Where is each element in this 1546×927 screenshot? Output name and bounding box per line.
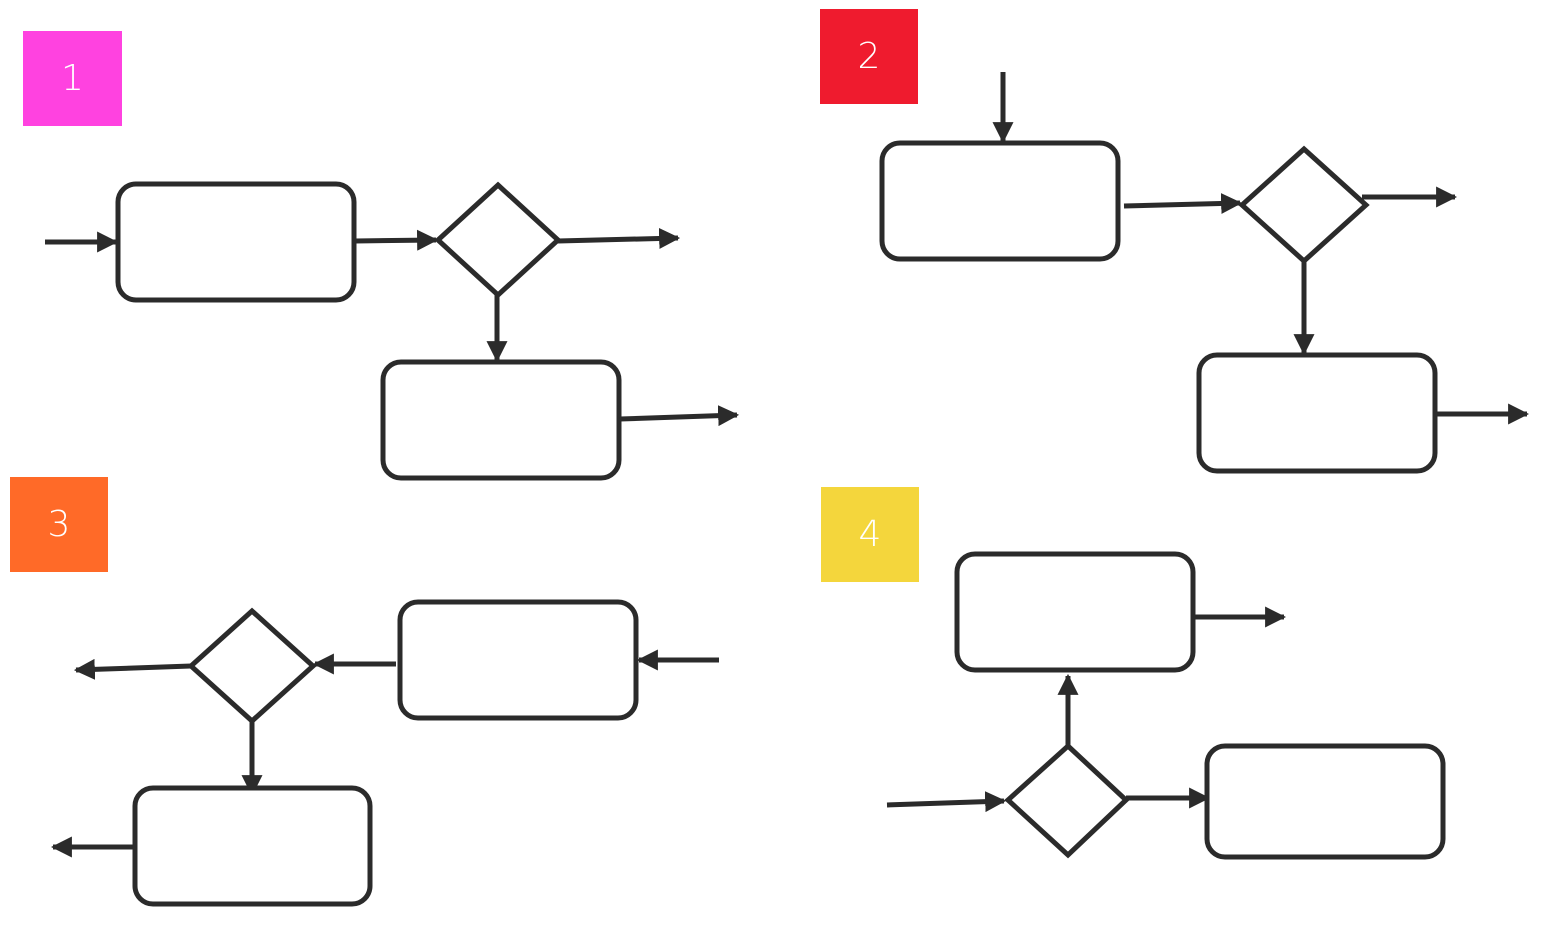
g4-process-a[interactable]: [954, 551, 1196, 673]
g2-decision[interactable]: [1238, 145, 1370, 265]
g3-process-a[interactable]: [397, 599, 639, 721]
group-1: [45, 181, 740, 481]
group-3-badge: 3: [10, 477, 108, 572]
group-4: [886, 551, 1446, 860]
g3-process-b[interactable]: [132, 785, 373, 907]
g1-process-b[interactable]: [380, 359, 622, 481]
g4-edge-in: [886, 791, 1007, 813]
group-2-badge: 2: [820, 9, 918, 104]
g1-edge-a-decision: [354, 229, 439, 251]
g4-decision[interactable]: [1004, 742, 1130, 859]
group-3: [50, 599, 719, 907]
g2-edge-a-decision: [1123, 192, 1243, 214]
g1-edge-decision-out: [557, 227, 681, 249]
group-2: [879, 72, 1530, 474]
group-1-badge: 1: [23, 31, 122, 126]
g2-process-b[interactable]: [1196, 352, 1438, 474]
g1-edge-b-out: [619, 405, 740, 427]
g3-decision[interactable]: [187, 607, 317, 725]
g2-process-a[interactable]: [879, 140, 1121, 262]
g1-decision[interactable]: [434, 181, 562, 299]
g4-process-b[interactable]: [1204, 743, 1446, 860]
group-4-badge: 4: [821, 487, 919, 582]
g1-process-a[interactable]: [115, 181, 357, 303]
g3-edge-decision-out: [73, 658, 192, 680]
